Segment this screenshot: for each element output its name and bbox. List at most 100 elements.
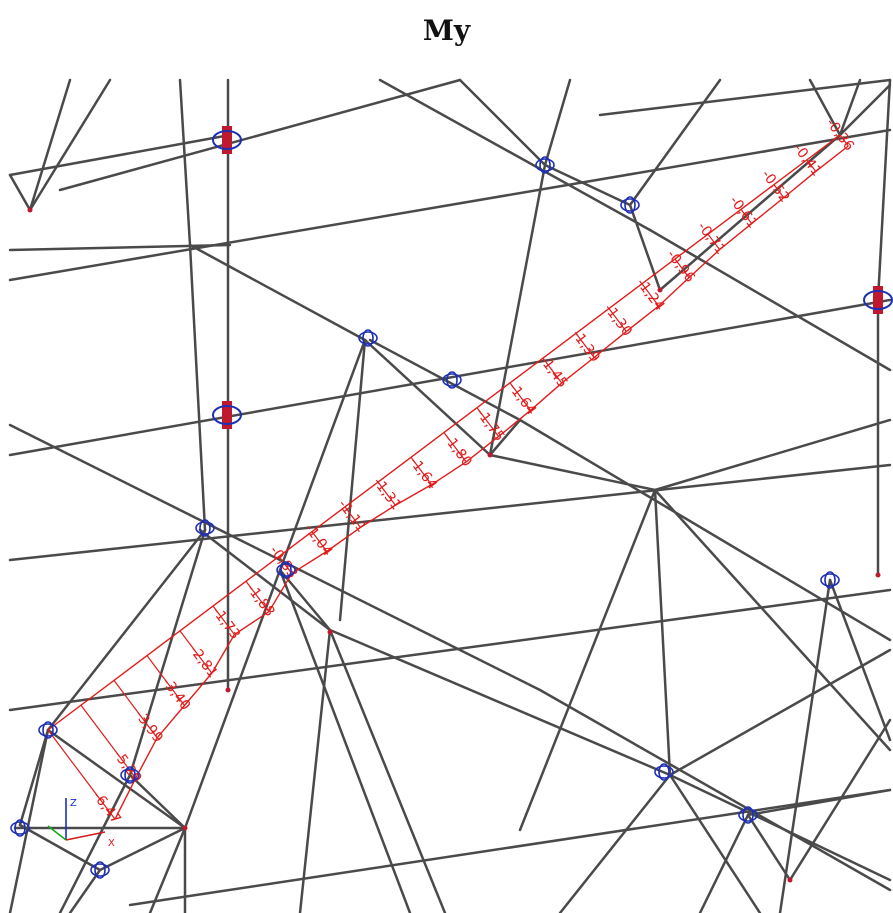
- moment-value-label: -1,31: [370, 475, 405, 514]
- moment-value-label: -2,81: [186, 643, 221, 682]
- member-end-dot: [875, 572, 881, 578]
- member-line: [8, 298, 892, 457]
- member-line: [653, 488, 892, 752]
- member-end-dot: [182, 825, 188, 831]
- support-ring: [212, 405, 242, 425]
- diagram-ordinate: [410, 456, 433, 486]
- member-line: [338, 338, 367, 622]
- support-block: [222, 126, 232, 154]
- support-block: [873, 286, 883, 314]
- diagram-ordinate: [311, 531, 328, 552]
- node-marker: [654, 763, 674, 781]
- member-line: [778, 578, 832, 913]
- node-ring: [10, 821, 30, 835]
- diagram-ordinate: [509, 382, 532, 411]
- moment-value-label: -1,73: [209, 604, 244, 643]
- support-marker: [212, 401, 242, 429]
- member-line: [828, 578, 892, 742]
- member-line: [188, 243, 207, 532]
- member-line: [838, 78, 862, 137]
- moment-value-label: -3,99: [131, 707, 166, 746]
- diagram-ordinate: [113, 680, 158, 739]
- member-line: [148, 826, 187, 913]
- member-line: [368, 338, 522, 422]
- member-end-dot: [787, 877, 793, 883]
- node-ring: [199, 519, 211, 537]
- member-line: [328, 628, 672, 777]
- support-block: [222, 401, 232, 429]
- node-marker: [90, 861, 110, 879]
- member-line: [628, 203, 662, 292]
- y-axis: [47, 825, 67, 841]
- member-line: [8, 133, 232, 177]
- diagram-ordinate: [806, 159, 817, 172]
- node-ring: [820, 573, 840, 587]
- node-marker: [738, 806, 758, 824]
- node-ring: [446, 371, 458, 389]
- diagram-ordinate: [608, 308, 627, 332]
- member-line: [8, 728, 50, 913]
- member-line: [668, 648, 892, 777]
- node-ring: [124, 766, 136, 784]
- diagram-ordinate: [377, 481, 396, 506]
- member-line: [8, 173, 32, 212]
- member-line: [668, 773, 892, 882]
- member-line: [838, 83, 892, 137]
- node-ring: [824, 571, 836, 589]
- member-lines: [8, 78, 892, 913]
- node-ring: [442, 373, 462, 387]
- node-markers: [10, 126, 893, 883]
- member-line: [746, 813, 792, 882]
- member-end-dot: [27, 207, 33, 213]
- diagram-ordinate: [278, 556, 293, 574]
- diagram-ordinate: [212, 605, 235, 635]
- diagram-ordinate: [179, 630, 213, 674]
- support-marker: [863, 286, 893, 314]
- diagram-ordinate: [146, 655, 185, 706]
- member-line: [653, 488, 672, 777]
- diagram-ordinate: [707, 233, 721, 251]
- member-line: [628, 78, 722, 207]
- member-line: [598, 78, 892, 117]
- member-line: [198, 528, 332, 632]
- member-line: [46, 528, 207, 732]
- member-line: [8, 128, 892, 282]
- member-line: [188, 243, 367, 342]
- member-line: [58, 773, 132, 913]
- member-line: [698, 813, 750, 913]
- moment-diagram: -6,47-5,20-3,99-3,40-2,81-1,73-1,88-0,83…: [47, 115, 857, 827]
- diagram-ordinate: [476, 407, 500, 437]
- member-line: [58, 78, 462, 192]
- node-marker: [276, 561, 296, 579]
- moment-value-label: -1,30: [601, 301, 636, 340]
- x-axis: [65, 831, 106, 841]
- member-end-dot: [327, 629, 333, 635]
- node-ring: [738, 808, 758, 822]
- node-ring: [535, 158, 555, 172]
- member-line: [98, 826, 187, 872]
- member-line: [28, 78, 72, 212]
- member-line: [28, 78, 112, 212]
- member-line: [278, 338, 367, 572]
- member-line: [543, 78, 572, 167]
- node-ring: [90, 863, 110, 877]
- diagram-ordinate: [443, 432, 467, 463]
- node-ring: [195, 521, 215, 535]
- node-ring: [658, 763, 670, 781]
- moment-value-label: -3,40: [159, 675, 194, 714]
- diagram-ordinate: [674, 258, 690, 278]
- diagram-ordinate: [575, 332, 595, 358]
- member-line: [18, 823, 102, 872]
- moment-value-label: -1,64: [505, 380, 540, 419]
- diagram-ordinate: [47, 729, 116, 820]
- node-ring: [14, 819, 26, 837]
- member-line: [538, 688, 892, 892]
- member-line: [543, 163, 632, 207]
- support-ring: [212, 130, 242, 150]
- node-marker: [620, 196, 640, 214]
- member-line: [488, 418, 522, 457]
- member-line: [8, 463, 892, 562]
- node-ring: [624, 196, 636, 214]
- node-ring: [280, 561, 292, 579]
